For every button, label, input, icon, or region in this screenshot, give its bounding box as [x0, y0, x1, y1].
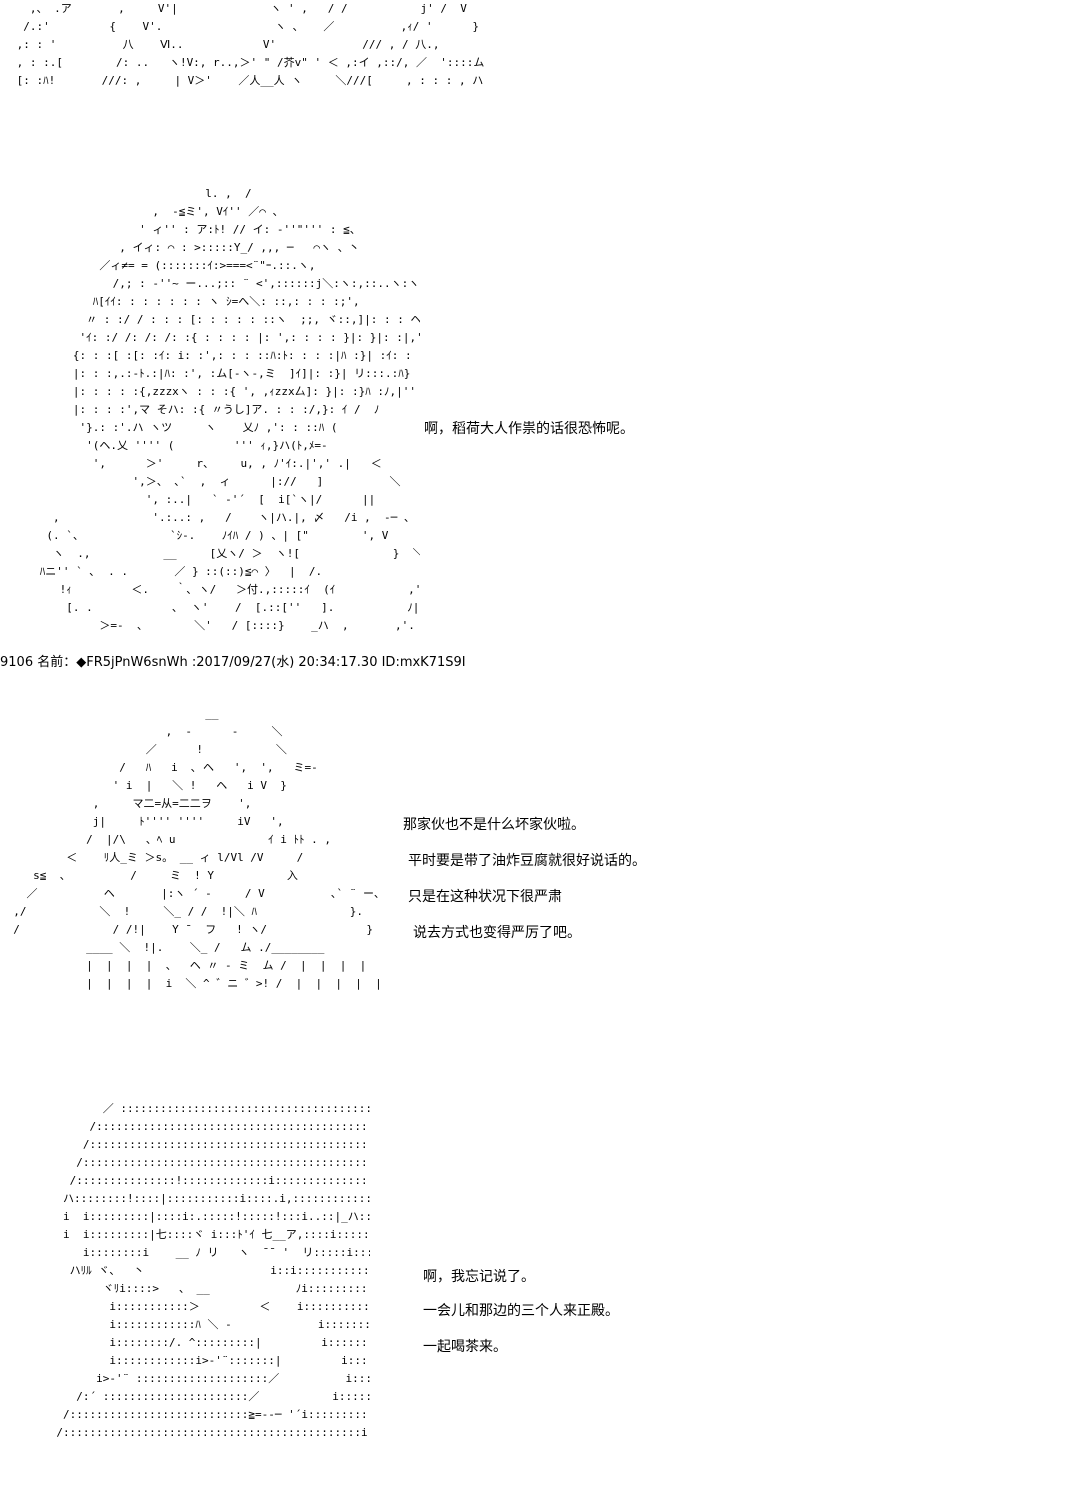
dialogue-line: 一起喝茶来。 — [423, 1339, 507, 1355]
ascii-art-robed-figure: ／ ::::::::::::::::::::::::::::::::::::::… — [56, 1102, 370, 1439]
dialogue-line: 啊，我忘记说了。 — [423, 1269, 535, 1285]
ascii-art-boy: __ , - - ＼ ／ ! ＼ / ﾊ i ､ ヘ ', ', ミ=- ' i… — [13, 707, 380, 990]
dialogue-line: 一会儿和那边的三个人来正殿。 — [423, 1303, 619, 1319]
dialogue-line: 平时要是带了油炸豆腐就很好说话的。 — [408, 853, 646, 869]
dialogue-line: 说去方式也变得严厉了吧。 — [413, 925, 581, 941]
ascii-art-fox-top: ,、 .ア , V'| ヽ ' , / / j' / V v: :.: /.:'… — [16, 2, 485, 87]
dialogue-line: 那家伙也不是什么坏家伙啦。 — [403, 817, 585, 833]
dialogue-line: 只是在这种状况下很严肃 — [408, 889, 562, 905]
post-header: 9106 名前：◆FR5jPnW6snWh :2017/09/27(水) 20:… — [0, 655, 466, 670]
ascii-art-girl: l. , / , -≦ミ', Vｲ'' ／⌒ 、 ' ィ'' : ア:ﾄ! //… — [39, 187, 420, 632]
dialogue-line: 啊，稻荷大人作祟的话很恐怖呢。 — [424, 421, 634, 437]
